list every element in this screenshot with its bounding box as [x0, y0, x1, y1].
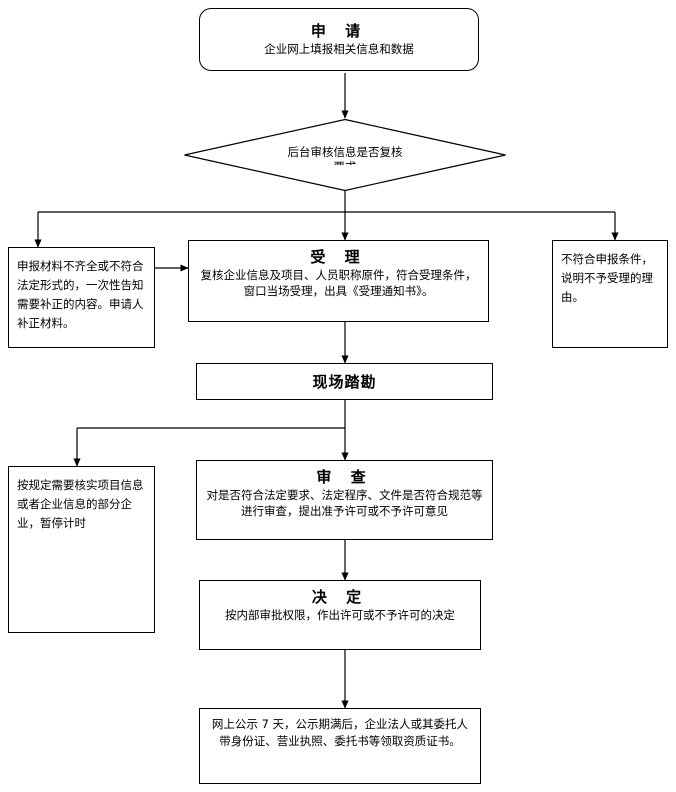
node-examine-title: 审 查 — [316, 468, 373, 486]
node-apply-title: 申 请 — [310, 21, 368, 40]
node-publicity-text: 网上公示 7 天，公示期满后，企业法人或其委托人带身份证、营业执照、委托书等领取… — [211, 717, 469, 748]
node-not-eligible[interactable]: 不符合申报条件，说明不予受理的理由。 — [552, 240, 668, 348]
node-incomplete-materials[interactable]: 申报材料不齐全或不符合法定形式的，一次性告知需要补正的内容。申请人补正材料。 — [8, 247, 155, 348]
node-site-survey-title: 现场踏勘 — [312, 372, 377, 391]
node-apply[interactable]: 申 请 企业网上填报相关信息和数据 — [199, 8, 479, 71]
node-review-decision-line2: 要求 — [334, 160, 357, 165]
node-review-decision[interactable]: 后台审核信息是否复核 要求 — [183, 118, 507, 192]
node-review-decision-line1: 后台审核信息是否复核 — [287, 145, 403, 159]
node-publicity[interactable]: 网上公示 7 天，公示期满后，企业法人或其委托人带身份证、营业执照、委托书等领取… — [199, 708, 481, 784]
node-accept-subtitle: 复核企业信息及项目、人员职称原件，符合受理条件，窗口当场受理，出具《受理通知书》… — [200, 268, 477, 298]
node-not-eligible-text: 不符合申报条件，说明不予受理的理由。 — [561, 252, 653, 304]
node-suspend-timing-text: 按规定需要核实项目信息或者企业信息的部分企业，暂停计时 — [17, 478, 144, 530]
node-examine[interactable]: 审 查 对是否符合法定要求、法定程序、文件是否符合规范等进行审查，提出准予许可或… — [196, 460, 493, 540]
node-decide-title: 决 定 — [311, 588, 369, 606]
node-examine-subtitle: 对是否符合法定要求、法定程序、文件是否符合规范等进行审查，提出准予许可或不予许可… — [206, 488, 483, 518]
node-site-survey[interactable]: 现场踏勘 — [196, 363, 493, 400]
node-decide-subtitle: 按内部审批权限，作出许可或不予许可的决定 — [225, 608, 455, 622]
diamond-shape — [184, 118, 506, 192]
node-suspend-timing[interactable]: 按规定需要核实项目信息或者企业信息的部分企业，暂停计时 — [8, 466, 155, 633]
node-accept-title: 受 理 — [310, 248, 367, 266]
node-accept[interactable]: 受 理 复核企业信息及项目、人员职称原件，符合受理条件，窗口当场受理，出具《受理… — [188, 240, 489, 322]
node-incomplete-materials-text: 申报材料不齐全或不符合法定形式的，一次性告知需要补正的内容。申请人补正材料。 — [17, 259, 144, 330]
node-review-decision-label: 后台审核信息是否复核 要求 — [183, 118, 507, 192]
node-decide[interactable]: 决 定 按内部审批权限，作出许可或不予许可的决定 — [199, 580, 481, 650]
node-apply-subtitle: 企业网上填报相关信息和数据 — [264, 41, 414, 56]
